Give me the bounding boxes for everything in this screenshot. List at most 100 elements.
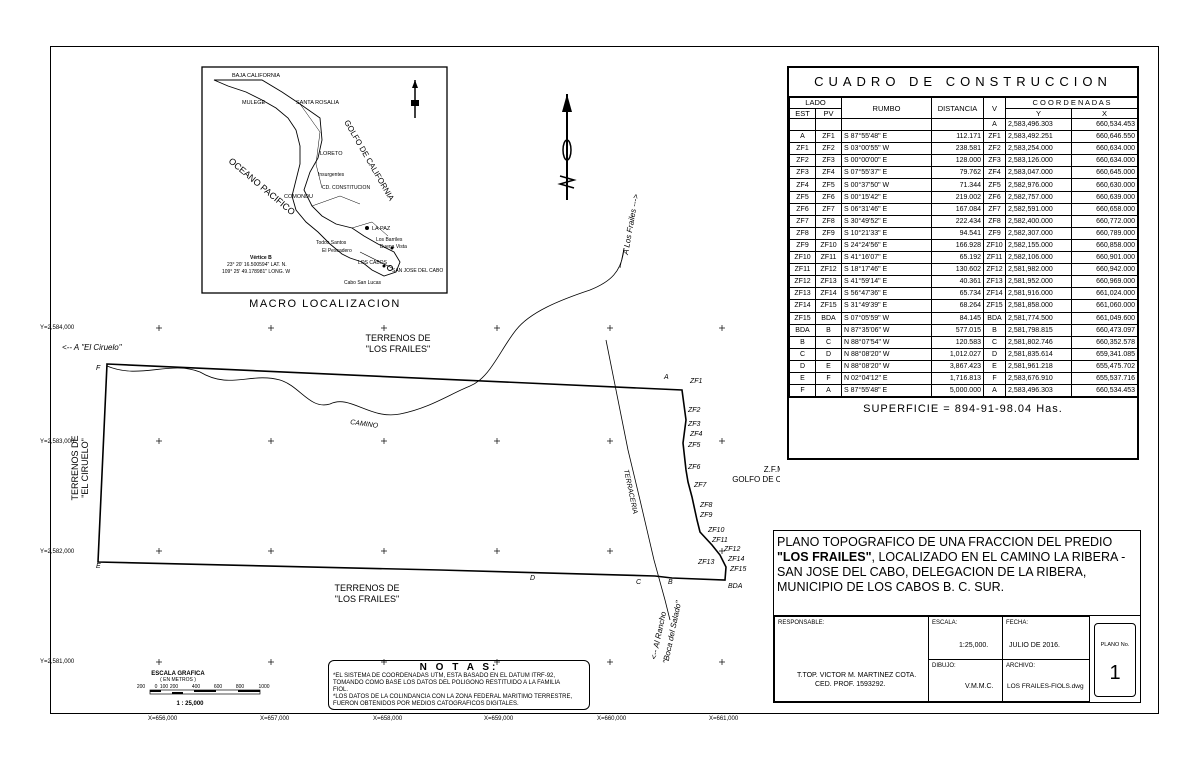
table-cell: ZF3 <box>983 154 1006 168</box>
main-map: BAJA CALIFORNIA MULEGE SANTA ROSALIA GOL… <box>40 66 780 722</box>
table-cell: 661,049.600 <box>1070 311 1139 325</box>
place-loreto: LORETO <box>320 151 343 157</box>
graphic-scale: ESCALA GRAFICA ( EN METROS ) 200 0 100 2… <box>137 671 270 707</box>
note-line-0: *EL SISTEMA DE COORDENADAS UTM, ESTA BAS… <box>333 673 556 679</box>
table-cell: 2,581,798.815 <box>1005 323 1072 337</box>
table-cell: ZF10 <box>789 251 816 265</box>
table-cell: 5,000.000 <box>931 384 984 398</box>
table-cell: ZF14 <box>789 299 816 313</box>
macro-map-box <box>201 66 448 294</box>
table-cell: 2,582,307.000 <box>1005 226 1072 240</box>
label-terraceria: TERRACERIA <box>622 469 638 515</box>
table-cell: E <box>983 359 1006 373</box>
table-cell: 68.264 <box>931 299 984 313</box>
table-cell: N 88°08'20" W <box>841 359 932 373</box>
table-cell: ZF5 <box>983 178 1006 192</box>
table-cell: ZF1 <box>789 142 816 156</box>
table-cell: A <box>983 384 1006 398</box>
terrenos-bottom-1: TERRENOS DE <box>334 583 399 593</box>
label-camino: CAMINO <box>350 419 379 430</box>
label-los-frailes: A Los Frailes ---> <box>621 193 641 256</box>
table-cell: 2,581,774.500 <box>1005 311 1072 325</box>
table-cell: S 10°21'33" E <box>841 226 932 240</box>
table-cell: ZF2 <box>815 142 842 156</box>
table-cell: ZF15 <box>983 299 1006 313</box>
table-cell: 130.602 <box>931 263 984 277</box>
table-cell: 2,581,802.746 <box>1005 335 1072 349</box>
table-cell: 655,537.716 <box>1070 371 1139 386</box>
table-cell: S 41°59'14" E <box>841 275 932 289</box>
archivo-value: LOS FRAILES-FIOLS.dwg <box>1007 683 1084 690</box>
table-cell: D <box>789 359 816 373</box>
table-cell: 660,352.578 <box>1070 335 1139 349</box>
table-cell: A <box>789 130 816 144</box>
table-cell: ZF1 <box>983 130 1006 144</box>
zf-15: ZF15 <box>729 566 746 573</box>
table-cell: ZF4 <box>789 178 816 192</box>
table-cell: ZF11 <box>815 251 842 265</box>
responsable-ced: CED. PROF. 1593292. <box>815 681 886 688</box>
table-cell: 3,867.423 <box>931 359 984 373</box>
notes-box: N O T A S: *EL SISTEMA DE COORDENADAS UT… <box>328 660 590 710</box>
grid-x-3: X=659,000 <box>484 716 514 722</box>
archivo-cell: ARCHIVO: LOS FRAILES-FIOLS.dwg <box>1002 659 1090 702</box>
scale-tick-4: 400 <box>192 684 201 690</box>
zf-2: ZF2 <box>687 407 701 414</box>
table-cell: ZF14 <box>815 287 842 301</box>
table-cell: E <box>815 359 842 373</box>
table-cell: ZF9 <box>815 226 842 240</box>
table-cell: S 00°00'00" E <box>841 154 932 168</box>
table-cell: B <box>983 323 1006 337</box>
place-comondu: COMONDU <box>284 194 313 200</box>
table-cell: 661,024.000 <box>1070 287 1139 301</box>
peninsula-outline <box>213 79 401 277</box>
escala-label: ESCALA: <box>932 620 958 626</box>
table-cell: 222.434 <box>931 214 984 228</box>
table-cell: 660,858.000 <box>1070 238 1139 253</box>
table-cell: S 41°16'07" E <box>841 251 932 265</box>
table-cell: A <box>983 117 1006 132</box>
table-cell: 65.192 <box>931 251 984 265</box>
table-cell <box>789 117 816 132</box>
place-santa-rosalia: SANTA ROSALIA <box>296 100 339 106</box>
table-cell: 2,583,126.000 <box>1005 154 1072 168</box>
responsable-name: T.TOP. VICTOR M. MARTINEZ COTA. <box>797 672 917 679</box>
table-cell: S 30°49'52" E <box>841 214 932 228</box>
table-cell: 2,583,492.251 <box>1005 130 1072 144</box>
table-cell: N 02°04'12" E <box>841 371 932 386</box>
terrenos-top-2: "LOS FRAILES" <box>366 344 430 354</box>
table-cell <box>931 117 984 132</box>
table-cell: ZF7 <box>789 214 816 228</box>
table-cell: 660,634.000 <box>1070 142 1139 156</box>
zf-1: ZF1 <box>689 378 703 385</box>
plano-label: PLANO No. <box>1100 642 1130 648</box>
label-el-ciruelo: <-- A "El Ciruelo" <box>62 343 123 352</box>
table-cell: ZF5 <box>789 190 816 204</box>
table-cell: C <box>789 347 816 361</box>
table-cell: 2,581,916.000 <box>1005 287 1072 301</box>
scale-tick-1: 0 <box>155 684 158 690</box>
table-cell: 2,582,757.000 <box>1005 190 1072 204</box>
table-cell: 94.541 <box>931 226 984 240</box>
construction-table: CUADRO DE CONSTRUCCION LADO RUMBO DISTAN… <box>787 66 1139 460</box>
place-buena-vista: Buena Vista <box>380 244 407 250</box>
table-cell: ZF13 <box>983 275 1006 289</box>
table-cell: 166.928 <box>931 238 984 253</box>
desc-part-1: PLANO TOPOGRAFICO DE UNA FRACCION DEL PR… <box>777 535 1113 549</box>
scale-tick-6: 800 <box>236 684 245 690</box>
table-cell: ZF6 <box>983 190 1006 204</box>
vertex-a: A <box>663 374 669 381</box>
place-cabo-san-lucas: Cabo San Lucas <box>344 280 381 286</box>
table-cell: 238.581 <box>931 142 984 156</box>
note-line-2: FIOL. <box>333 687 349 693</box>
th-y: Y <box>1005 107 1072 119</box>
vertex-title: Vértice B <box>250 255 272 261</box>
north-arrow-small <box>411 80 419 118</box>
table-cell: S 87°55'48" E <box>841 384 932 398</box>
table-cell: ZF7 <box>983 202 1006 216</box>
place-cd-constitucion: CD. CONSTITUCION <box>322 185 370 191</box>
